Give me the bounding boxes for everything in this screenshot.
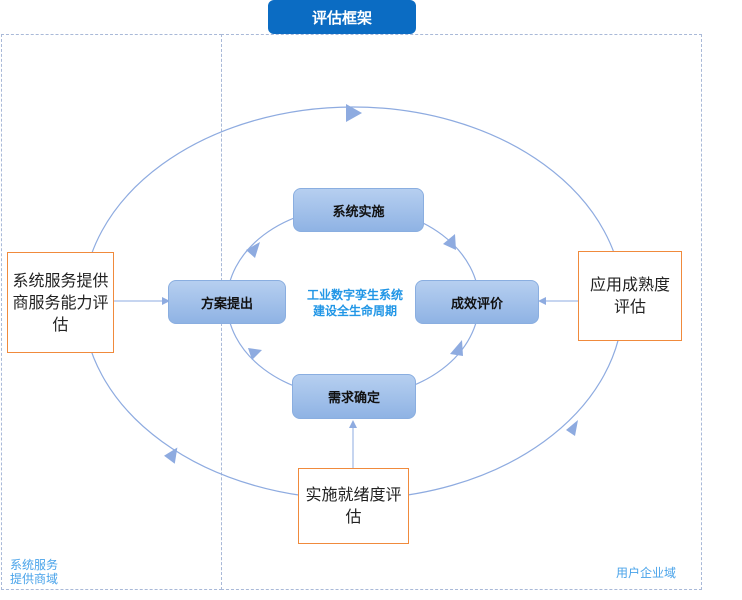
provider-capability-evaluation: 系统服务提供商服务能力评估 [7,252,114,353]
inner-arrow-bottom-left-icon [248,348,262,360]
provider-capability-evaluation-text: 系统服务提供商服务能力评估 [12,270,109,334]
lifecycle-center-label: 工业数字孪生系统 建设全生命周期 [296,287,414,319]
stage-effect-evaluation: 成效评价 [415,280,539,324]
user-domain-label: 用户企业域 [616,566,677,580]
framework-title: 评估框架 [268,0,416,34]
outer-arrow-right-icon [566,420,578,436]
implementation-readiness-evaluation: 实施就绪度评估 [298,468,409,544]
center-label-line1: 工业数字孪生系统 [306,288,403,302]
stage-solution-proposal: 方案提出 [168,280,286,324]
provider-domain-label-line2: 提供商域 [10,572,59,586]
provider-domain-label: 系统服务 提供商域 [10,558,58,586]
outer-arrow-top-icon [346,104,362,122]
stage-requirement-confirmation: 需求确定 [292,374,416,419]
inner-arrow-top-left-icon [246,242,260,258]
stage-system-implementation: 系统实施 [293,188,424,232]
provider-domain-label-line1: 系统服务 [10,558,59,572]
application-maturity-evaluation-text: 应用成熟度评估 [589,275,670,316]
maturity-arrow-icon [538,297,546,305]
center-label-line2: 建设全生命周期 [312,304,397,318]
provider-arrow-icon [162,297,170,305]
readiness-arrow-icon [349,420,357,428]
inner-arrow-bottom-right-icon [450,340,463,356]
outer-arrow-left-icon [164,447,178,464]
implementation-readiness-evaluation-text: 实施就绪度评估 [305,485,402,526]
inner-arrow-top-right-icon [443,234,456,250]
application-maturity-evaluation: 应用成熟度评估 [578,251,682,341]
